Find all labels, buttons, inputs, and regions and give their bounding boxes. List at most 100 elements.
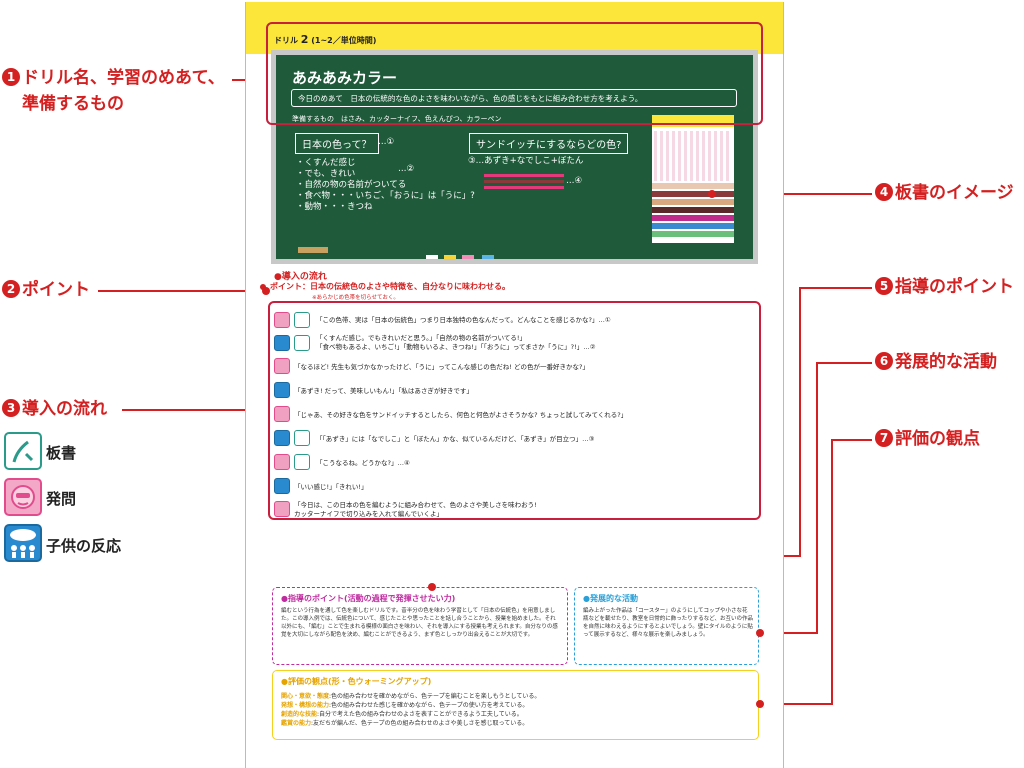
chalk	[462, 255, 474, 259]
reaction-icon	[274, 382, 290, 398]
evaluation-label: 創造的な技能	[281, 711, 318, 718]
drill-hours: (1~2／単位時間)	[311, 36, 377, 45]
board-mark-2: …②	[398, 164, 415, 174]
reaction-icon	[274, 478, 290, 494]
dialog-line: 「くすんだ感じ。でもきれいだと思う。」「自然の物の名前がついてる!」	[316, 334, 527, 342]
leader-line-7b	[831, 439, 833, 704]
thumb-band	[652, 207, 734, 213]
development-title: ●発展的な活動	[583, 594, 638, 603]
drill-prefix: ドリル	[274, 36, 298, 45]
drill-label: ドリル 2 (1~2／単位時間)	[274, 33, 376, 46]
board-title: あみあみカラー	[292, 69, 398, 87]
board-legend-icon	[4, 432, 42, 470]
legend-question-label: 発問	[46, 490, 77, 508]
annotation-number-3: 3	[2, 399, 20, 417]
dialog-line: 「こうなるね。どうかな?」…④	[316, 459, 410, 467]
thumb-band	[652, 231, 734, 237]
evaluation-label: 鑑賞の能力	[281, 720, 312, 727]
chalk	[444, 255, 456, 259]
leader-line-3	[122, 409, 266, 411]
thumb-band	[652, 199, 734, 205]
intro-flow-box	[268, 301, 761, 520]
thumb-band	[652, 191, 734, 197]
dialog-line: 「「あずき」には「なでしこ」と「ぼたん」かな、似ているんだけど、「あずき」が目立…	[316, 435, 595, 443]
reaction-icon	[274, 335, 290, 351]
dialog-line: 「今日は、この日本の色を編むように組み合わせて、色のよさや美しさを味わおう!	[294, 501, 537, 509]
leader-line-6c	[760, 632, 818, 634]
guidance-body: 編むという行為を通して色を楽しむドリルです。昔半分の色を味わう学習として「日本の…	[281, 608, 558, 638]
connector-dot-7	[756, 700, 764, 708]
board-thumbnail-image	[652, 115, 734, 243]
legend-board-label: 板書	[46, 444, 77, 462]
question-icon	[274, 406, 290, 422]
leader-line-6b	[816, 362, 818, 633]
color-tape	[484, 180, 564, 183]
dialog-line: カッターナイフで切り込みを入れて編んでいくよ」	[294, 510, 443, 518]
point-note: ※あらかじめ色帯を切らせておく。	[312, 295, 399, 301]
board-sandwich-answer: ③…あずき+なでしこ+ぼたん	[468, 156, 584, 166]
question-icon	[274, 454, 290, 470]
color-tape	[484, 174, 564, 177]
dialog-line: 「なるほど! 先生も気づかなかったけど、「うに」ってこんな感じの色だね! どの色…	[294, 363, 589, 371]
evaluation-text: 色の組み合わせを確かめながら、色テープを編むことを楽しもうとしている。	[331, 693, 541, 700]
dialog-line: 「いい感じ!」「きれい!」	[294, 483, 368, 491]
thumb-stripes	[654, 131, 732, 181]
dialog-line: 「この色帯、実は「日本の伝統色」つまり日本独特の色なんだって。どんなことを感じる…	[316, 316, 611, 324]
development-body: 編み上がった作品は「コースター」のようにしてコップや小さな花瓶などを載せたり、教…	[583, 608, 754, 638]
connector-dot-5	[428, 583, 436, 591]
board-box-japanese-colors: 日本の色って？	[295, 133, 379, 154]
question-icon	[274, 501, 290, 517]
evaluation-row: 創造的な技能:自分で考えた色の組み合わせのよさを表すことができるよう工夫している…	[281, 711, 523, 718]
board-icon	[294, 454, 310, 470]
board-icon	[294, 312, 310, 328]
annotation-number-5: 5	[875, 277, 893, 295]
chalk	[426, 255, 438, 259]
question-legend-icon	[4, 478, 42, 516]
board-list-item: ・くすんだ感じ	[296, 158, 356, 168]
annotation-3-text: 導入の流れ	[22, 399, 107, 419]
evaluation-row: 関心・意欲・態度:色の組み合わせを確かめながら、色テープを編むことを楽しもうとし…	[281, 693, 541, 700]
question-icon	[274, 358, 290, 374]
evaluation-list: 関心・意欲・態度:色の組み合わせを確かめながら、色テープを編むことを楽しもうとし…	[281, 692, 540, 728]
annotation-4-text: 板書のイメージ	[895, 183, 1014, 203]
development-activity-box: ●発展的な活動 編み上がった作品は「コースター」のようにしてコップや小さな花瓶な…	[574, 587, 759, 665]
board-mark-4: …④	[566, 176, 583, 186]
thumb-band	[652, 223, 734, 229]
annotation-1-line2: 準備するもの	[22, 94, 124, 114]
board-list-item: ・自然の物の名前がついてる	[296, 180, 407, 190]
board-list-item: ・でも、きれい	[296, 169, 356, 179]
annotation-number-4: 4	[875, 183, 893, 201]
leader-line-7c	[760, 703, 833, 705]
intro-heading: ●導入の流れ	[274, 272, 327, 282]
dialog-line: 「じゃあ、その好きな色をサンドイッチするとしたら、何色と何色がよさそうかな? ち…	[294, 411, 628, 419]
board-box-sandwich: サンドイッチにするならどの色?	[469, 133, 629, 154]
legend-reaction-label: 子供の反応	[46, 537, 122, 555]
connector-dot-2	[262, 287, 270, 295]
annotation-number-7: 7	[875, 429, 893, 447]
annotation-2-text: ポイント	[22, 280, 90, 300]
chalk	[482, 255, 494, 259]
blackboard: あみあみカラー 今日のめあて 日本の伝統的な色のよさを味わいながら、色の感じをも…	[271, 50, 758, 264]
thumb-band	[652, 183, 734, 189]
evaluation-title: ●評価の観点(形・色ウォーミングアップ)	[281, 677, 432, 686]
annotation-7-text: 評価の観点	[895, 429, 980, 449]
annotation-number-1: 1	[2, 68, 20, 86]
worksheet-page: ドリル 2 (1~2／単位時間) あみあみカラー 今日のめあて 日本の伝統的な色…	[245, 2, 784, 768]
evaluation-label: 関心・意欲・態度	[281, 693, 330, 700]
board-prep: 準備するもの はさみ、カッターナイフ、色えんぴつ、カラーペン	[292, 115, 502, 123]
annotation-1-text: ドリル名、学習のめあて、	[22, 68, 225, 88]
leader-line-5b	[799, 287, 801, 557]
header-frame	[266, 22, 763, 125]
evaluation-box: ●評価の観点(形・色ウォーミングアップ) 関心・意欲・態度:色の組み合わせを確か…	[272, 670, 759, 740]
annotation-number-2: 2	[2, 280, 20, 298]
annotation-number-6: 6	[875, 352, 893, 370]
thumb-band	[652, 215, 734, 221]
board-aim: 今日のめあて 日本の伝統的な色のよさを味わいながら、色の感じをもとに組み合わせ方…	[291, 89, 737, 107]
annotation-5-text: 指導のポイント	[895, 277, 1014, 297]
evaluation-row: 発想・構想の能力:色の組み合わせた感じを確かめながら、色テープの使い方を考えてい…	[281, 702, 529, 709]
reaction-legend-icon	[4, 524, 42, 562]
evaluation-row: 鑑賞の能力:友だちが編んだ、色テープの色の組み合わせのよさや美しさを感じ取ってい…	[281, 720, 529, 727]
